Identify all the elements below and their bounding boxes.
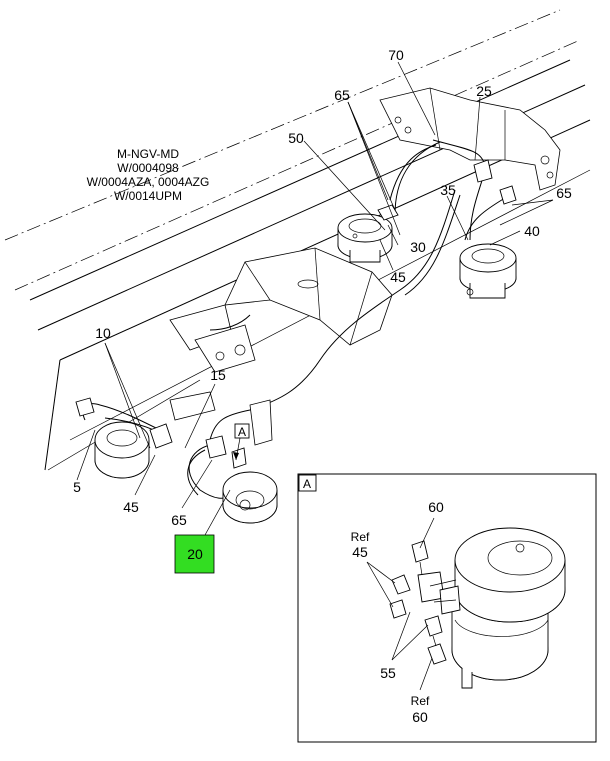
detail-fittings <box>389 540 461 665</box>
air-spring-right <box>459 159 517 299</box>
air-spring-left <box>75 397 173 479</box>
detail-callout-55[interactable]: 55 <box>380 665 396 681</box>
detail-callout-60-top[interactable]: 60 <box>428 499 444 515</box>
detail-callout-60-bottom[interactable]: 60 <box>412 709 428 725</box>
detail-callout-45[interactable]: 45 <box>352 544 368 560</box>
callout-labels: 70 65 25 50 35 65 40 30 45 10 15 5 45 65 <box>73 47 572 528</box>
callout-30[interactable]: 30 <box>410 239 426 255</box>
detail-ref-45-label: Ref <box>351 530 370 544</box>
highlight-box <box>174 534 215 574</box>
callout-10[interactable]: 10 <box>95 325 111 341</box>
air-spring-center <box>337 204 399 263</box>
view-marker-a[interactable]: A <box>233 423 250 461</box>
leader-lines <box>76 61 554 536</box>
highlight-label: 20 <box>187 546 203 562</box>
air-spring-bottom <box>169 391 278 524</box>
highlight-callout-20[interactable]: 20 <box>174 534 215 574</box>
callout-15[interactable]: 15 <box>210 367 226 383</box>
callout-65-top[interactable]: 65 <box>334 87 350 103</box>
detail-ref-60-label: Ref <box>411 694 430 708</box>
detail-view-a: A <box>297 473 597 743</box>
callout-40[interactable]: 40 <box>524 223 540 239</box>
model-code-4: W/0014UPM <box>114 189 182 203</box>
callout-45-left[interactable]: 45 <box>123 499 139 515</box>
callout-50[interactable]: 50 <box>288 130 304 146</box>
detail-label: A <box>303 477 311 491</box>
cross-member <box>169 247 393 373</box>
rear-hanger <box>379 87 561 191</box>
callout-65-right[interactable]: 65 <box>556 185 572 201</box>
callout-25[interactable]: 25 <box>476 83 492 99</box>
model-code-1: M-NGV-MD <box>117 147 179 161</box>
callout-45-mid[interactable]: 45 <box>390 269 406 285</box>
detail-leaders <box>366 517 435 691</box>
callout-70[interactable]: 70 <box>388 47 404 63</box>
callout-35[interactable]: 35 <box>440 182 456 198</box>
model-code-3: W/0004AZA, 0004AZG <box>87 175 210 189</box>
frame-rail <box>4 9 591 471</box>
callout-5[interactable]: 5 <box>73 479 81 495</box>
callout-65-bottom[interactable]: 65 <box>171 512 187 528</box>
view-marker-label: A <box>238 425 246 439</box>
model-code-block: M-NGV-MD W/0004098 W/0004AZA, 0004AZG W/… <box>87 147 210 203</box>
model-code-2: W/0004098 <box>117 161 179 175</box>
